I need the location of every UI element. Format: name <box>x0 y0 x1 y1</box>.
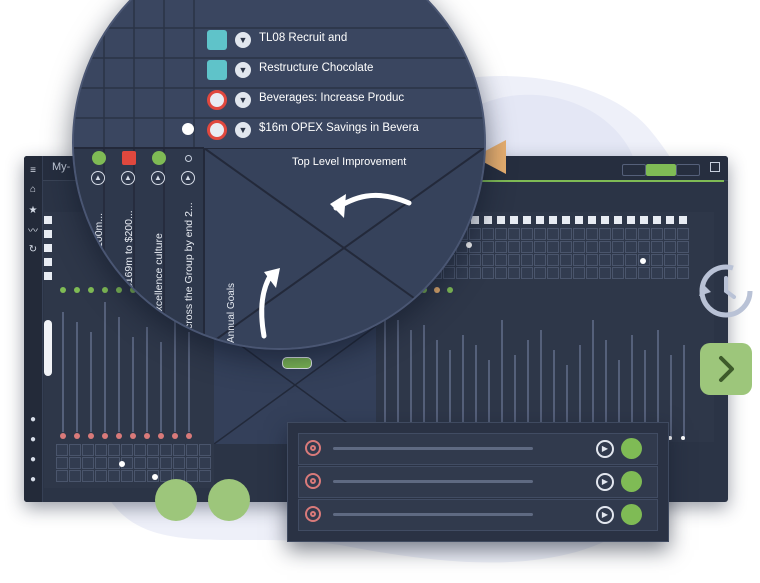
green-circle-decor <box>155 479 197 521</box>
triangle-badge-icon: ▲ <box>151 171 165 185</box>
hamburger-menu-icon[interactable]: ≡ <box>30 165 36 176</box>
goal-item-label: Restructure Chocolate <box>259 62 374 74</box>
bottom-panel: ▶ ▶ ▶ <box>287 422 669 542</box>
expand-icon[interactable] <box>710 162 720 172</box>
chevron-down-icon[interactable]: ▼ <box>235 32 251 48</box>
status-dot <box>621 471 642 492</box>
list-icon <box>207 60 227 80</box>
status-dot-green <box>92 151 106 165</box>
goal-item-label: TL08 Recruit and <box>259 32 348 44</box>
view-toggle-active[interactable] <box>646 164 676 176</box>
settings-dot-icon[interactable]: ● <box>29 414 37 425</box>
triangle-badge-icon: ▲ <box>181 171 195 185</box>
goal-item-label: Beverages: Increase Produc <box>259 92 405 104</box>
view-toggle-left[interactable] <box>622 164 646 176</box>
target-icon <box>305 473 321 489</box>
progress-line <box>333 447 533 450</box>
play-icon[interactable]: ▶ <box>596 506 614 524</box>
refresh-icon[interactable]: ↻ <box>28 244 38 255</box>
goal-item-label: $16m OPEX Savings in Bevera <box>259 122 419 134</box>
chevron-right-icon <box>719 356 734 382</box>
progress-line <box>333 513 533 516</box>
activity-icon[interactable]: 〰 <box>28 226 38 237</box>
top-level-label: Top Level Improvement <box>292 156 407 168</box>
status-dot-white <box>182 123 194 135</box>
progress-line <box>333 480 533 483</box>
left-rail: ≡ ⌂ ★ 〰 ↻ ● ● ● ● <box>24 156 43 502</box>
panel-row[interactable]: ▶ <box>298 433 658 465</box>
goal-item[interactable]: ▼ $16m OPEX Savings in Bevera <box>207 117 467 143</box>
panel-row[interactable]: ▶ <box>298 466 658 498</box>
status-dot <box>621 438 642 459</box>
column-label: from $169m to $200... <box>123 210 135 313</box>
view-toggle-right[interactable] <box>676 164 700 176</box>
status-dot-empty <box>185 155 192 162</box>
history-icon[interactable] <box>697 262 755 320</box>
triangle-badge-icon: ▲ <box>121 171 135 185</box>
settings-dot-icon[interactable]: ● <box>29 474 37 485</box>
column-label: 1m to $100m... <box>93 212 105 283</box>
settings-dot-icon[interactable]: ● <box>29 454 37 465</box>
chevron-down-icon[interactable]: ▼ <box>235 92 251 108</box>
play-icon[interactable]: ▶ <box>596 440 614 458</box>
column-label: s across the Group by end 2... <box>183 202 195 343</box>
scroll-handle[interactable] <box>44 320 52 376</box>
chevron-down-icon[interactable]: ▼ <box>235 122 251 138</box>
goal-item[interactable]: ▼ TL08 Recruit and <box>207 27 467 53</box>
status-dot-green <box>152 151 166 165</box>
target-icon <box>207 90 227 110</box>
chevron-down-icon[interactable]: ▼ <box>235 62 251 78</box>
center-handle[interactable] <box>282 357 312 369</box>
header-accent-line <box>384 180 724 182</box>
next-button[interactable] <box>700 343 752 395</box>
status-dot-red <box>122 151 136 165</box>
magnifier-lens: ▼ TL08 Recruit and ▼ Restructure Chocola… <box>72 0 486 350</box>
target-icon <box>305 440 321 456</box>
goal-item[interactable]: ▼ Beverages: Increase Produc <box>207 87 467 113</box>
target-icon <box>305 506 321 522</box>
goal-item[interactable]: ▼ Restructure Chocolate <box>207 57 467 83</box>
list-icon <box>207 30 227 50</box>
panel-row[interactable]: ▶ <box>298 499 658 531</box>
column-label: ng Excellence culture <box>153 233 165 333</box>
triangle-badge-icon: ▲ <box>91 171 105 185</box>
settings-dot-icon[interactable]: ● <box>29 434 37 445</box>
annual-goals-label: Annual Goals <box>226 282 237 343</box>
star-icon[interactable]: ★ <box>28 205 38 216</box>
home-icon[interactable]: ⌂ <box>29 184 37 195</box>
status-dot <box>621 504 642 525</box>
window-title[interactable]: My- <box>52 161 71 173</box>
target-icon <box>207 120 227 140</box>
play-icon[interactable]: ▶ <box>596 473 614 491</box>
green-circle-decor <box>208 479 250 521</box>
